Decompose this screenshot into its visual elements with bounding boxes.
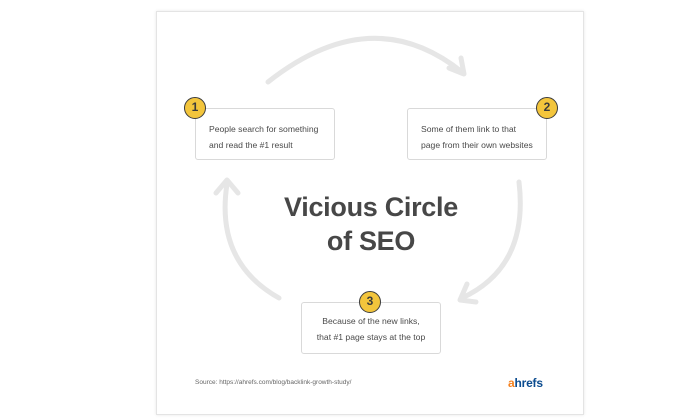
step-1-text-line-1: People search for something bbox=[209, 124, 319, 134]
step-2-badge: 2 bbox=[536, 97, 558, 119]
step-2-text-line-2: page from their own websites bbox=[421, 140, 533, 150]
arrowhead-icon bbox=[213, 177, 241, 196]
arrowhead-icon bbox=[457, 281, 479, 305]
diagram-card: Vicious Circle of SEO People search for … bbox=[156, 11, 584, 415]
curved-arrow-icon bbox=[265, 35, 465, 85]
arrowhead-icon bbox=[446, 55, 467, 77]
ahrefs-logo: ahrefs bbox=[508, 376, 543, 390]
step-3-badge: 3 bbox=[359, 291, 381, 313]
curved-arrow-icon bbox=[459, 179, 523, 301]
title-line-1: Vicious Circle bbox=[284, 192, 458, 222]
diagram-title: Vicious Circle of SEO bbox=[241, 190, 501, 258]
step-2-box: Some of them link to that page from thei… bbox=[407, 108, 547, 160]
logo-letter-a: a bbox=[508, 376, 515, 390]
step-1-box: People search for something and read the… bbox=[195, 108, 335, 160]
step-3-text-line-2: that #1 page stays at the top bbox=[316, 332, 426, 342]
step-1-text-line-2: and read the #1 result bbox=[209, 140, 293, 150]
step-3-text-line-1: Because of the new links, bbox=[322, 316, 420, 326]
step-3-box: Because of the new links, that #1 page s… bbox=[301, 302, 441, 354]
curved-arrow-icon bbox=[222, 181, 282, 301]
arrow-cycle bbox=[213, 35, 523, 305]
step-2-text-line-1: Some of them link to that bbox=[421, 124, 517, 134]
step-1-badge: 1 bbox=[184, 97, 206, 119]
title-line-2: of SEO bbox=[326, 226, 416, 256]
logo-letters-rest: hrefs bbox=[514, 376, 543, 390]
source-citation: Source: https://ahrefs.com/blog/backlink… bbox=[195, 379, 352, 386]
